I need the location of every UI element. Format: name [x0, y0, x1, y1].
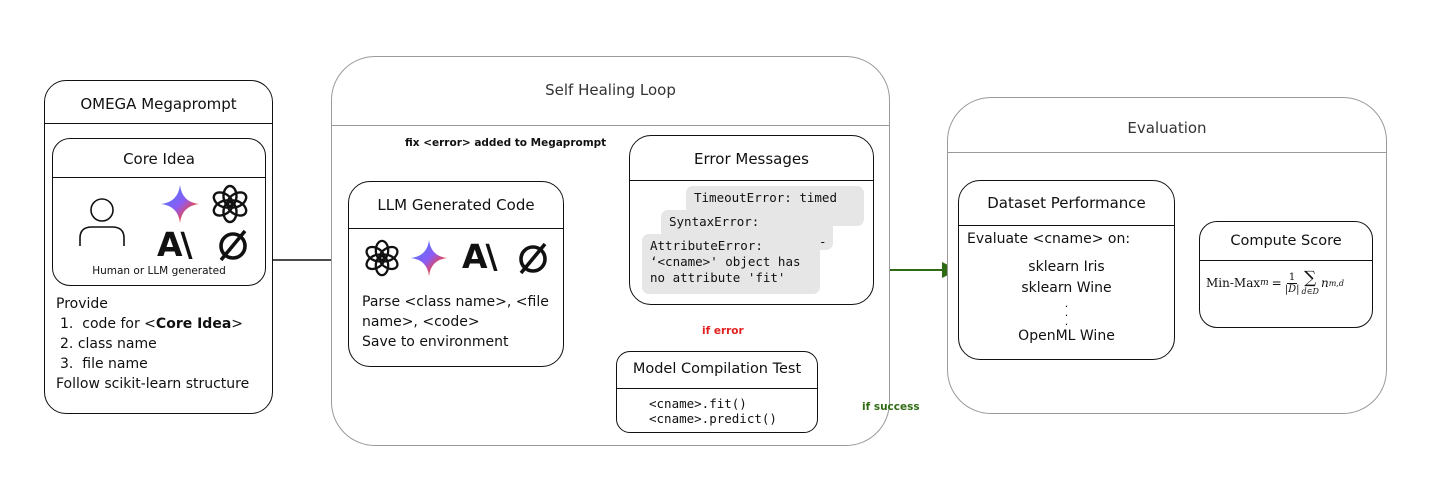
self-healing-loop-title: Self Healing Loop [545, 81, 676, 99]
if-success-label: if success [862, 401, 920, 413]
core-idea-panel: Core Idea A\ Human or LLM generated [52, 138, 266, 286]
model-test-divider [617, 388, 817, 389]
self-healing-loop-divider [332, 125, 889, 126]
dataset-performance-title: Dataset Performance [987, 194, 1146, 212]
evaluation-divider [948, 152, 1386, 153]
compute-score-title: Compute Score [1230, 233, 1342, 249]
formula-sum: ∑ d∈D [1301, 268, 1319, 297]
provide-heading: Provide [56, 296, 108, 312]
formula-numerator: 1 [1286, 271, 1298, 284]
provide-item-1: 1. code for <Core Idea> [60, 316, 243, 332]
openai-icon [365, 239, 399, 277]
provide-item-3: 3. file name [60, 356, 148, 372]
error-messages-title: Error Messages [694, 150, 809, 168]
model-test-title: Model Compilation Test [632, 361, 802, 377]
formula-lhs: Min-Max [1206, 276, 1261, 290]
dataset-ellipsis: . [1064, 306, 1069, 319]
provide-footer: Follow scikit-learn structure [56, 376, 250, 392]
formula-term: n [1320, 276, 1329, 290]
formula-lhs-sub: m [1260, 278, 1269, 288]
formula-eq: = [1271, 276, 1282, 290]
dataset-item: sklearn Iris [1028, 259, 1105, 275]
formula-term-sub: m,d [1328, 278, 1344, 288]
formula-denominator: |D| [1284, 283, 1300, 295]
evaluation-title: Evaluation [1127, 119, 1207, 137]
if-error-label: if error [702, 325, 744, 337]
dataset-intro: Evaluate <cname> on: [967, 231, 1131, 247]
omega-divider [45, 123, 272, 124]
sum-symbol: ∑ [1304, 268, 1317, 288]
dataset-item: OpenML Wine [1018, 328, 1115, 344]
null-model-icon [519, 242, 547, 275]
anthropic-icon: A\ [157, 225, 193, 264]
syntax-error-dash: - [819, 234, 827, 249]
model-compilation-test-panel: Model Compilation Test <cname>.fit() <cn… [616, 351, 818, 433]
fit-call: <cname>.fit() [649, 396, 747, 411]
core-idea-title: Core Idea [123, 150, 195, 168]
openai-icon [212, 184, 248, 224]
dataset-performance-divider [959, 225, 1174, 226]
llm-code-step: Save to environment [362, 334, 509, 350]
dataset-item: sklearn Wine [1021, 280, 1112, 296]
core-idea-caption: Human or LLM generated [92, 265, 226, 277]
core-idea-divider [53, 177, 265, 178]
llm-code-step: Parse <class name>, <file [362, 294, 549, 310]
llm-code-steps: Parse <class name>, <file name>, <code> … [362, 292, 562, 352]
gemini-icon [410, 239, 448, 277]
provide-list: Provide 1. code for <Core Idea> 2. class… [56, 294, 271, 394]
error-messages-panel: Error Messages TimeoutError: timed Synta… [629, 135, 874, 305]
null-model-icon [219, 229, 247, 262]
compute-score-divider [1200, 260, 1372, 261]
provide-item-2: 2. class name [60, 336, 157, 352]
llm-code-divider [349, 228, 563, 229]
llm-generated-code-panel: LLM Generated Code A\ Parse <class name>… [348, 181, 564, 367]
omega-title: OMEGA Megaprompt [80, 95, 237, 113]
llm-code-step: name>, <code> [362, 314, 480, 330]
gemini-icon [161, 185, 199, 223]
llm-code-title: LLM Generated Code [377, 196, 535, 214]
dataset-ellipsis: . [1064, 297, 1069, 310]
human-icon [79, 198, 125, 246]
dataset-list: sklearn Iris sklearn Wine . . . OpenML W… [959, 257, 1174, 347]
anthropic-icon: A\ [462, 237, 498, 276]
model-test-code: <cname>.fit() <cname>.predict() [649, 396, 777, 426]
dataset-performance-panel: Dataset Performance Evaluate <cname> on:… [958, 180, 1175, 360]
dataset-ellipsis: . [1064, 315, 1069, 328]
sum-index: d∈D [1301, 287, 1319, 296]
formula-fraction: 1 |D| [1285, 272, 1300, 295]
feedback-label: fix <error> added to Megaprompt [405, 137, 607, 149]
predict-call: <cname>.predict() [649, 411, 777, 426]
error-messages-divider [630, 180, 873, 181]
attribute-error-card: AttributeError: ‘<cname>' object has no … [642, 234, 820, 294]
